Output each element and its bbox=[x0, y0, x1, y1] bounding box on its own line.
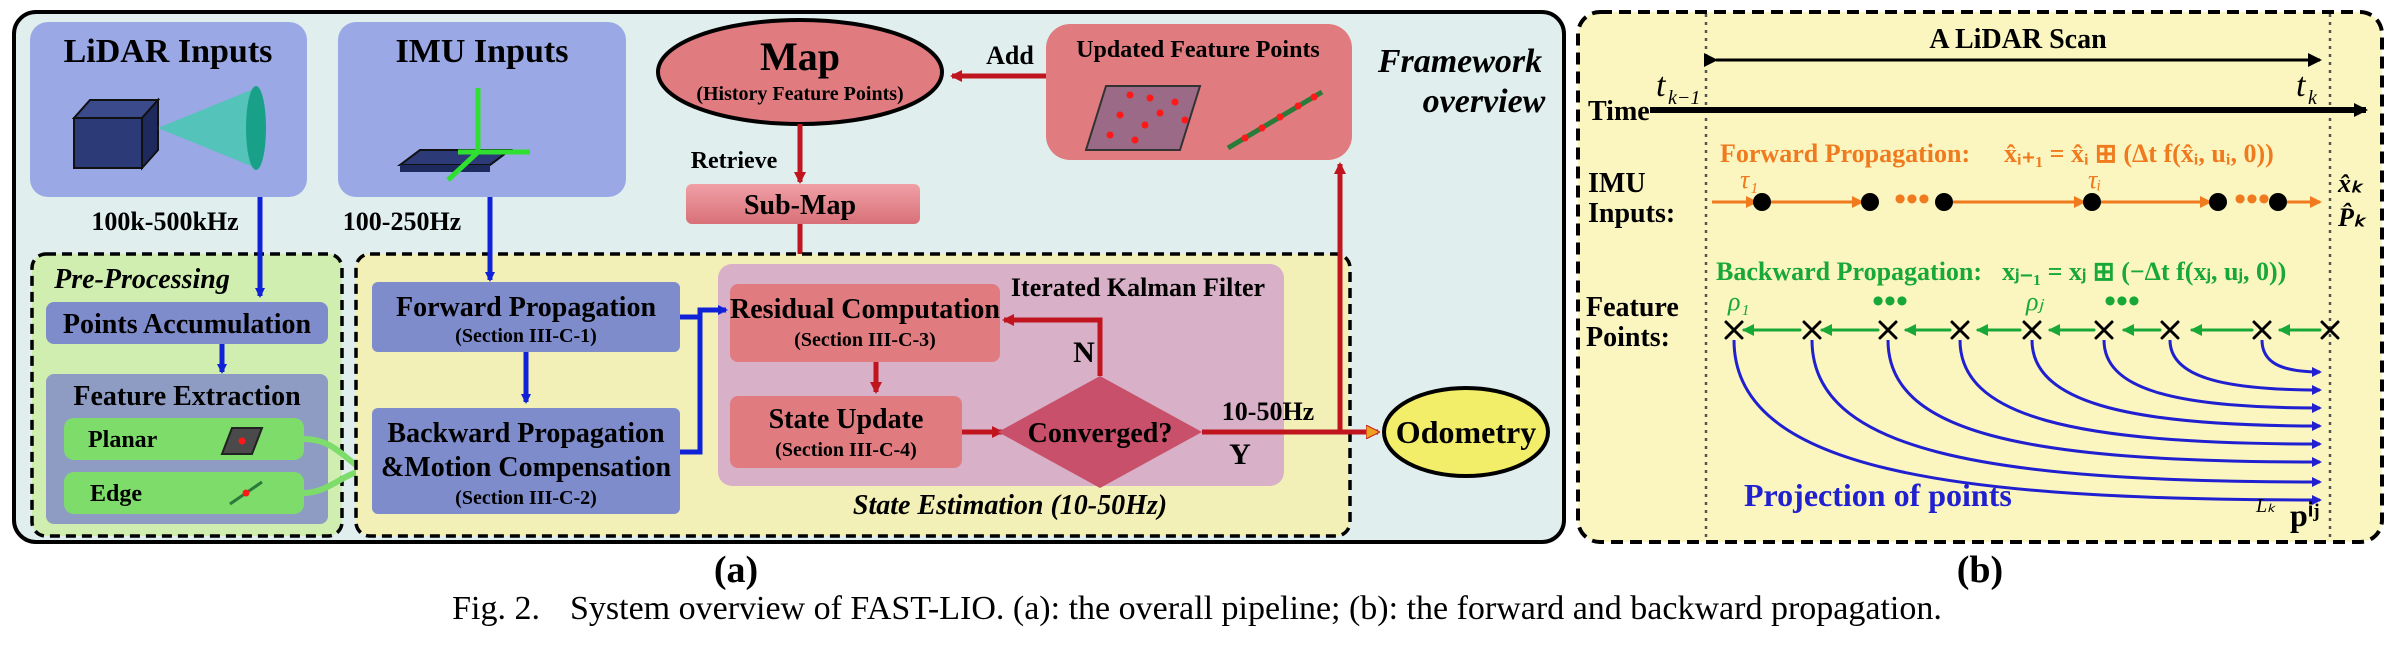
imu-sample bbox=[1935, 193, 1953, 211]
map-node: Map (History Feature Points) bbox=[656, 18, 944, 126]
state-update-box bbox=[730, 396, 962, 468]
submap-label: Sub-Map bbox=[744, 190, 856, 221]
pfj-label: pⁱʲ bbox=[2290, 497, 2319, 533]
imu-row-label-1: IMU bbox=[1588, 168, 1646, 199]
rho-1: ρ₁ bbox=[1727, 287, 1750, 316]
t-start-sub: k−1 bbox=[1668, 87, 1700, 109]
state-update-title: State Update bbox=[769, 404, 924, 435]
state-update-section: (Section III-C-4) bbox=[775, 439, 917, 461]
rate-out-label: 10-50Hz bbox=[1222, 397, 1314, 426]
scan-title: A LiDAR Scan bbox=[1929, 24, 2107, 55]
converged-label: Converged? bbox=[1028, 418, 1173, 449]
no-label: N bbox=[1073, 336, 1095, 369]
add-label: Add bbox=[986, 41, 1034, 70]
panel-b-label: (b) bbox=[1957, 549, 2003, 590]
forward-section: (Section III-C-1) bbox=[455, 325, 597, 347]
t-start: t bbox=[1656, 67, 1667, 104]
backward-to-residual-arrow bbox=[680, 310, 703, 455]
yes-label: Y bbox=[1229, 438, 1251, 471]
edge-label: Edge bbox=[90, 481, 142, 507]
points-accumulation-label: Points Accumulation bbox=[63, 309, 312, 340]
svg-text:•••: ••• bbox=[1894, 181, 1930, 218]
xk-hat: x̂ₖ bbox=[2337, 169, 2364, 198]
lidar-title: LiDAR Inputs bbox=[64, 33, 273, 70]
residual-title: Residual Computation bbox=[730, 294, 1000, 325]
residual-computation-box bbox=[730, 284, 1000, 362]
figure-canvas: LiDAR Inputs 100k-500kHz IMU Inputs 100-… bbox=[12, 10, 2384, 590]
no-loop-arrow bbox=[1002, 314, 1103, 376]
backward-title-2: &Motion Compensation bbox=[381, 452, 672, 483]
tau-i: τᵢ bbox=[2088, 165, 2101, 194]
feature-point-row bbox=[1724, 320, 2340, 340]
preprocessing-title: Pre-Processing bbox=[53, 264, 230, 295]
imu-sample bbox=[2209, 193, 2227, 211]
backward-title-1: Backward Propagation bbox=[387, 418, 665, 449]
lidar-inputs-block: LiDAR Inputs 100k-500kHz bbox=[30, 22, 307, 236]
converged-decision bbox=[998, 376, 1202, 488]
imu-inputs-block: IMU Inputs 100-250Hz bbox=[338, 22, 626, 236]
odometry-node bbox=[1382, 386, 1550, 478]
green-dots-1: ••• bbox=[1872, 283, 1908, 320]
residual-section: (Section III-C-3) bbox=[794, 329, 936, 351]
retrieve-label: Retrieve bbox=[691, 148, 778, 174]
state-estimation-label: State Estimation (10-50Hz) bbox=[853, 490, 1167, 521]
backward-section: (Section III-C-2) bbox=[455, 487, 597, 509]
imu-sample bbox=[1861, 193, 1879, 211]
updated-points-title: Updated Feature Points bbox=[1076, 37, 1320, 63]
backward-prop-eq: xⱼ₋₁ = xⱼ ⊞ (−Δt f(xⱼ, uⱼ, 0)) bbox=[2002, 257, 2286, 286]
forward-propagation-box bbox=[372, 282, 680, 352]
feature-row-label-1: Feature bbox=[1586, 292, 1679, 323]
backward-propagation-box bbox=[372, 408, 680, 514]
forward-title: Forward Propagation bbox=[396, 292, 656, 323]
odometry-label: Odometry bbox=[1396, 414, 1536, 450]
imu-rate: 100-250Hz bbox=[343, 207, 461, 236]
framework-title-2: overview bbox=[1423, 83, 1546, 120]
framework-title-1: Framework bbox=[1377, 43, 1542, 80]
updated-feature-points-block: Updated Feature Points bbox=[1046, 24, 1352, 160]
feature-extraction-label: Feature Extraction bbox=[73, 381, 301, 412]
projection-label: Projection of points bbox=[1744, 477, 2012, 513]
imu-sample-row: ••• ••• bbox=[1712, 181, 2322, 218]
panel-a-label: (a) bbox=[714, 549, 758, 590]
caption-text: System overview of FAST-LIO. (a): the ov… bbox=[569, 590, 1942, 627]
panel-b-frame bbox=[1576, 10, 2384, 544]
figure-caption: Fig. 2. System overview of FAST-LIO. (a):… bbox=[0, 590, 2394, 628]
lidar-rate: 100k-500kHz bbox=[91, 207, 238, 236]
svg-text:•••: ••• bbox=[2234, 181, 2270, 218]
imu-sensor-icon bbox=[397, 88, 530, 182]
edge-box bbox=[64, 472, 304, 514]
imu-row-label-2: Inputs: bbox=[1588, 198, 1675, 229]
pk-hat: P̂ₖ bbox=[2337, 203, 2367, 232]
rho-j: ρⱼ bbox=[2025, 287, 2044, 316]
forward-prop-eq: x̂ᵢ₊₁ = x̂ᵢ ⊞ (Δt f(x̂ᵢ, uᵢ, 0)) bbox=[2004, 139, 2274, 168]
forward-prop-label: Forward Propagation: bbox=[1720, 139, 1970, 168]
imu-sample bbox=[2269, 193, 2287, 211]
points-accumulation-box bbox=[46, 302, 328, 344]
map-title: Map bbox=[760, 34, 840, 79]
map-subtitle: (History Feature Points) bbox=[696, 83, 903, 105]
feature-row-label-2: Points: bbox=[1586, 322, 1670, 353]
tau-1: τ₁ bbox=[1740, 165, 1758, 194]
t-end-sub: k bbox=[2308, 87, 2318, 109]
imu-sample bbox=[1753, 193, 1771, 211]
projection-curves bbox=[1732, 339, 2322, 505]
green-dots-2: ••• bbox=[2104, 283, 2140, 320]
backward-prop-label: Backward Propagation: bbox=[1716, 257, 1982, 286]
t-end: t bbox=[2296, 67, 2307, 104]
imu-sample bbox=[2083, 193, 2101, 211]
planar-label: Planar bbox=[88, 427, 158, 453]
imu-title: IMU Inputs bbox=[396, 33, 569, 70]
lidar-sensor-icon bbox=[71, 86, 266, 171]
lk-label: Lₖ bbox=[2255, 495, 2276, 517]
time-label: Time bbox=[1588, 96, 1650, 127]
caption-fig-number: Fig. 2. bbox=[452, 590, 540, 627]
submap-box bbox=[686, 184, 920, 224]
ikf-label: Iterated Kalman Filter bbox=[1011, 273, 1265, 302]
